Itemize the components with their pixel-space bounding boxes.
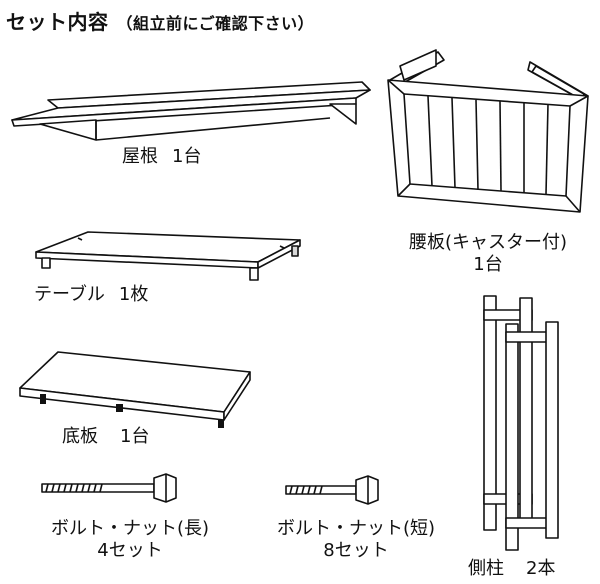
short-bolt-label: ボルト・ナット(短) 8セット [276,518,436,561]
title-text: セット内容 [6,10,109,34]
long-bolt-label: ボルト・ナット(長) 4セット [50,518,210,561]
page-title: セット内容 （組立前にご確認下さい） [6,6,314,35]
title-note: （組立前にご確認下さい） [116,14,315,33]
waist-board-label: 腰板(キャスター付) 1台 [408,232,568,275]
